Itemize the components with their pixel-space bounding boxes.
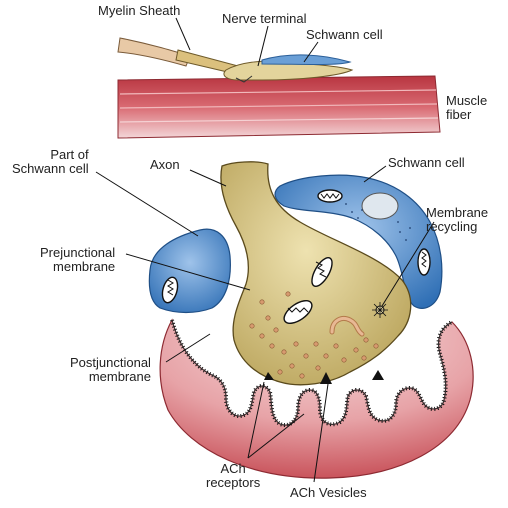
label-prejunctional-membrane: Prejunctional membrane xyxy=(40,245,116,274)
schwann-nucleus xyxy=(361,192,399,220)
leader-lines xyxy=(95,17,435,483)
mitochondrion-terminal-1 xyxy=(311,257,333,287)
ach-receptor-markers xyxy=(264,370,384,384)
label-schwann-cell-top: Schwann cell xyxy=(306,27,383,42)
label-schwann-cell-detail: Schwann cell xyxy=(388,155,465,170)
mitochondrion-schwann-right-2 xyxy=(417,248,431,276)
label-postjunctional-membrane: Postjunctional membrane xyxy=(70,355,151,384)
ach-vesicle-cluster xyxy=(249,291,379,379)
mitochondrion-terminal-2 xyxy=(283,300,313,324)
label-axon: Axon xyxy=(150,157,180,172)
label-ach-vesicles: ACh Vesicles xyxy=(290,485,367,500)
axon-nerve-terminal xyxy=(220,161,412,386)
label-membrane-recycling: Membrane recycling xyxy=(426,205,489,234)
schwann-cell-left xyxy=(148,228,231,314)
postjunctional-muscle xyxy=(159,318,474,479)
label-part-of-schwann-cell: Part of Schwann cell xyxy=(12,147,89,176)
label-myelin-sheath: Myelin Sheath xyxy=(98,3,181,18)
label-muscle-fiber: Muscle fiber xyxy=(446,93,488,122)
schwann-cell-right xyxy=(274,174,443,309)
mitochondrion-schwann-left xyxy=(161,276,179,304)
membrane-recycling-structure xyxy=(329,302,388,337)
label-nerve-terminal: Nerve terminal xyxy=(222,11,307,26)
schwann-granules xyxy=(345,203,411,241)
mitochondrion-schwann-right-1 xyxy=(317,189,343,203)
myelin-sheath-overview xyxy=(117,37,239,75)
label-ach-receptors: ACh receptors xyxy=(206,461,261,490)
muscle-fiber-overview xyxy=(117,75,441,139)
